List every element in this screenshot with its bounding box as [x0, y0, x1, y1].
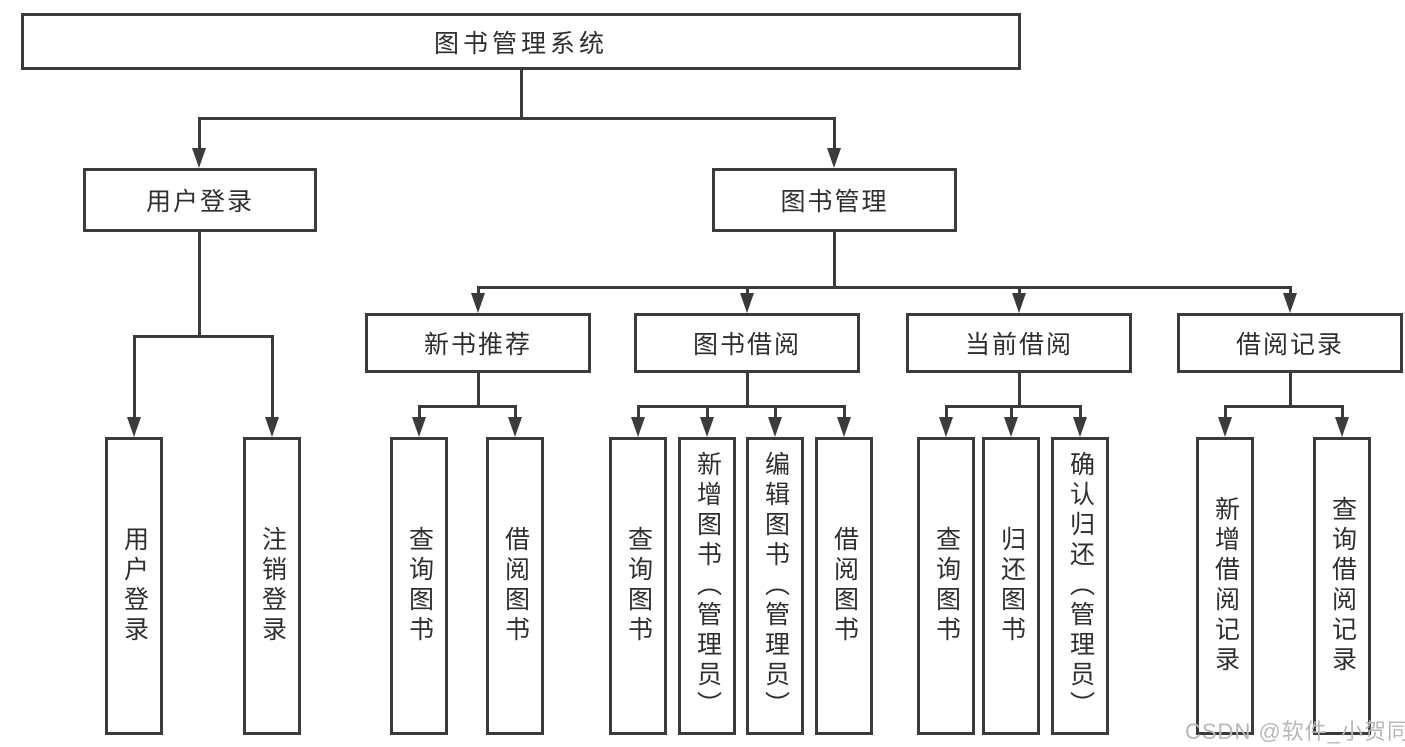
- connector-drop-leaf: [706, 405, 709, 419]
- connector-drop-leaf: [133, 335, 136, 419]
- watermark: CSDN @软件_小贺同学: [1185, 719, 1405, 744]
- arrowhead-down-icon: [1012, 293, 1026, 313]
- arrowhead-down-icon: [265, 417, 279, 437]
- leaf-label: 借阅图书: [501, 526, 530, 646]
- leaf-label: 新增图书（管理员）: [693, 451, 722, 721]
- node-user-login-label: 用户登录: [145, 188, 254, 216]
- connector-drop-leaf: [843, 405, 846, 419]
- leaf-label: 借阅图书: [830, 526, 859, 646]
- connector-new-book-rec-split: [418, 405, 517, 408]
- leaf-borrow-books: 借阅图书: [815, 437, 873, 735]
- arrowhead-down-icon: [1073, 417, 1087, 437]
- leaf-label: 编辑图书（管理员）: [761, 451, 790, 721]
- connector-drop-leaf: [418, 405, 421, 419]
- arrowhead-down-icon: [837, 417, 851, 437]
- leaf-label: 查询图书: [624, 526, 653, 646]
- connector-root-stem: [520, 70, 523, 117]
- leaf-query-borrow-record: 查询借阅记录: [1313, 437, 1371, 735]
- connector-drop-leaf: [1079, 405, 1082, 419]
- connector-book-mgmt-stem: [833, 232, 836, 286]
- connector-borrow-records-split: [1224, 405, 1344, 408]
- node-user-login: 用户登录: [83, 168, 317, 232]
- leaf-return-books: 归还图书: [982, 437, 1040, 735]
- leaf-label: 确认归还（管理员）: [1066, 451, 1095, 721]
- leaf-user-login: 用户登录: [105, 437, 163, 735]
- connector-drop-leaf: [1010, 405, 1013, 419]
- node-new-book-rec: 新书推荐: [365, 313, 591, 373]
- arrowhead-down-icon: [1335, 417, 1349, 437]
- connector-drop-level3: [1018, 286, 1021, 296]
- connector-drop-level3: [1289, 286, 1292, 296]
- leaf-label: 查询图书: [932, 526, 961, 646]
- connector-drop-leaf: [774, 405, 777, 419]
- arrowhead-down-icon: [127, 417, 141, 437]
- arrowhead-down-icon: [827, 148, 841, 168]
- leaf-query-books-borrow: 查询图书: [609, 437, 667, 735]
- connector-book-mgmt-split: [477, 286, 1291, 289]
- arrowhead-down-icon: [1004, 417, 1018, 437]
- arrowhead-down-icon: [192, 148, 206, 168]
- connector-new-book-rec-stem: [477, 373, 480, 405]
- connector-user-login-split: [133, 335, 274, 338]
- arrowhead-down-icon: [740, 293, 754, 313]
- node-book-borrow: 图书借阅: [634, 313, 860, 373]
- arrowhead-down-icon: [700, 417, 714, 437]
- connector-drop-leaf: [637, 405, 640, 419]
- connector-drop-leaf: [514, 405, 517, 419]
- leaf-edit-books-admin: 编辑图书（管理员）: [746, 437, 804, 735]
- leaf-query-books-current: 查询图书: [917, 437, 975, 735]
- arrowhead-down-icon: [471, 293, 485, 313]
- node-book-mgmt-label: 图书管理: [780, 188, 889, 216]
- connector-borrow-records-stem: [1289, 373, 1292, 405]
- arrowhead-down-icon: [768, 417, 782, 437]
- leaf-label: 查询图书: [405, 526, 434, 646]
- connector-drop-level3: [477, 286, 480, 296]
- node-new-book-rec-label: 新书推荐: [423, 331, 532, 359]
- connector-book-borrow-split: [637, 405, 846, 408]
- arrowhead-down-icon: [412, 417, 426, 437]
- connector-current-borrow-stem: [1018, 373, 1021, 405]
- connector-drop-leaf: [945, 405, 948, 419]
- connector-user-login-stem: [198, 232, 201, 335]
- connector-drop-leaf: [1341, 405, 1344, 419]
- connector-drop-book-mgmt: [833, 117, 836, 150]
- connector-book-borrow-stem: [746, 373, 749, 405]
- leaf-add-books-admin: 新增图书（管理员）: [678, 437, 736, 735]
- arrowhead-down-icon: [1283, 293, 1297, 313]
- node-borrow-records-label: 借阅记录: [1235, 331, 1344, 359]
- arrowhead-down-icon: [631, 417, 645, 437]
- node-root: 图书管理系统: [21, 13, 1021, 70]
- node-book-borrow-label: 图书借阅: [692, 331, 801, 359]
- leaf-label: 新增借阅记录: [1211, 496, 1240, 676]
- arrowhead-down-icon: [508, 417, 522, 437]
- leaf-query-books-rec: 查询图书: [390, 437, 448, 735]
- connector-drop-user-login: [198, 117, 201, 150]
- node-borrow-records: 借阅记录: [1177, 313, 1403, 373]
- leaf-confirm-return-admin: 确认归还（管理员）: [1051, 437, 1109, 735]
- node-book-mgmt: 图书管理: [712, 168, 957, 232]
- leaf-logout: 注销登录: [243, 437, 301, 735]
- leaf-add-borrow-record: 新增借阅记录: [1196, 437, 1254, 735]
- leaf-label: 注销登录: [258, 526, 287, 646]
- node-current-borrow: 当前借阅: [906, 313, 1132, 373]
- connector-drop-level3: [746, 286, 749, 296]
- connector-drop-leaf: [1224, 405, 1227, 419]
- leaf-label: 归还图书: [997, 526, 1026, 646]
- connector-root-split: [198, 117, 835, 120]
- leaf-borrow-books-rec: 借阅图书: [486, 437, 544, 735]
- leaf-label: 用户登录: [120, 526, 149, 646]
- connector-drop-leaf: [271, 335, 274, 419]
- leaf-label: 查询借阅记录: [1328, 496, 1357, 676]
- node-current-borrow-label: 当前借阅: [964, 331, 1073, 359]
- node-root-label: 图书管理系统: [433, 29, 608, 58]
- arrowhead-down-icon: [1218, 417, 1232, 437]
- connector-current-borrow-split: [945, 405, 1082, 408]
- arrowhead-down-icon: [939, 417, 953, 437]
